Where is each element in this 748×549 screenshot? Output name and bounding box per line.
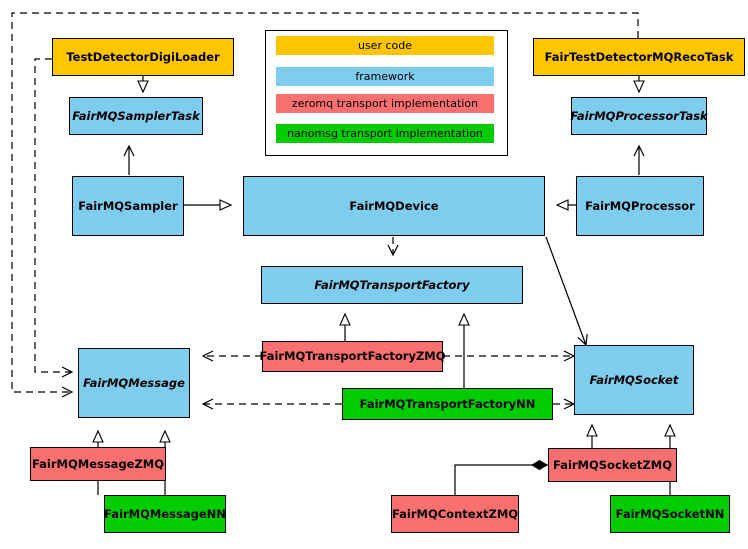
legend-item-nanomsg: nanomsg transport implementation (276, 124, 494, 143)
node-fairmqsocketzmq[interactable]: FairMQSocketZMQ (548, 448, 677, 482)
node-fairmqsamplertask[interactable]: FairMQSamplerTask (69, 97, 203, 135)
node-fairmqmessagenn[interactable]: FairMQMessageNN (104, 495, 226, 533)
node-fairmqsocket[interactable]: FairMQSocket (574, 345, 694, 415)
node-fairtestdetectormqrecotask[interactable]: FairTestDetectorMQRecoTask (533, 38, 745, 76)
node-fairmqprocessortask[interactable]: FairMQProcessorTask (570, 97, 708, 135)
node-fairmqmessage[interactable]: FairMQMessage (78, 348, 190, 418)
node-testdetectordigiloader[interactable]: TestDetectorDigiLoader (52, 38, 234, 76)
node-fairmqtransportfactory[interactable]: FairMQTransportFactory (261, 266, 523, 304)
legend-item-framework: framework (276, 67, 494, 86)
legend-item-user-code: user code (276, 36, 494, 55)
edge-digiloader-message (34, 58, 72, 372)
node-fairmqsampler[interactable]: FairMQSampler (72, 176, 184, 236)
edge-recotask-message (11, 12, 639, 392)
node-fairmqtransportfactorynn[interactable]: FairMQTransportFactoryNN (342, 388, 553, 420)
node-fairmqdevice[interactable]: FairMQDevice (243, 176, 545, 236)
edge-device-socket (545, 236, 586, 345)
node-fairmqmessagezmq[interactable]: FairMQMessageZMQ (30, 447, 166, 481)
node-fairmqtransportfactoryzmq[interactable]: FairMQTransportFactoryZMQ (260, 341, 446, 372)
legend-item-zeromq: zeromq transport implementation (276, 94, 494, 113)
node-fairmqcontextzmq[interactable]: FairMQContextZMQ (391, 495, 519, 533)
node-fairmqsocketnn[interactable]: FairMQSocketNN (610, 495, 730, 533)
node-fairmqprocessor[interactable]: FairMQProcessor (576, 176, 704, 236)
